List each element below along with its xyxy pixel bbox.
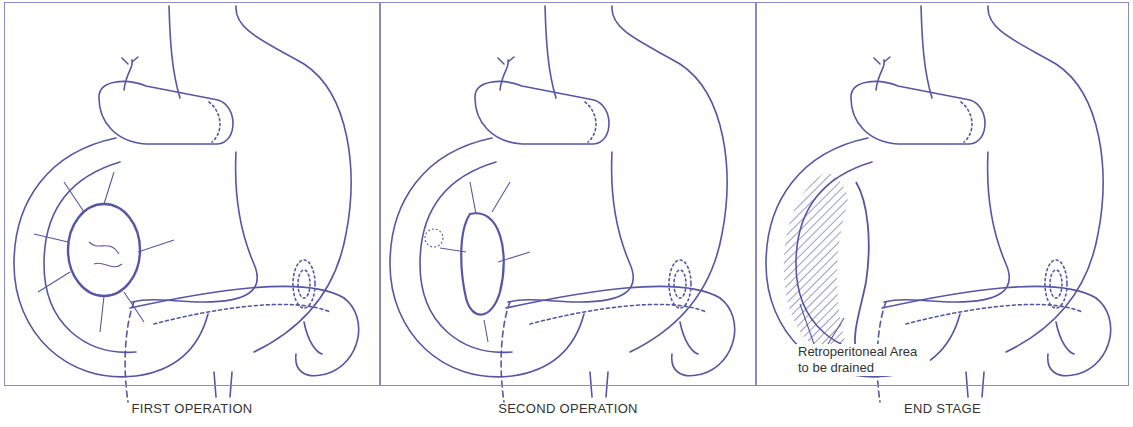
annotation-label: Retroperitoneal Area to be drained bbox=[796, 344, 930, 376]
first-operation-art bbox=[14, 6, 359, 402]
panel-frame: SECOND OPERATION bbox=[380, 2, 756, 386]
panel-caption: END STAGE bbox=[757, 401, 1128, 416]
panel-caption: SECOND OPERATION bbox=[381, 401, 755, 416]
second-operation-art bbox=[390, 6, 735, 402]
panel-frame: END STAGE bbox=[756, 2, 1129, 386]
panel-caption: FIRST OPERATION bbox=[5, 401, 379, 416]
panel-frame: FIRST OPERATION bbox=[4, 2, 380, 386]
end-stage-art bbox=[766, 6, 1111, 402]
